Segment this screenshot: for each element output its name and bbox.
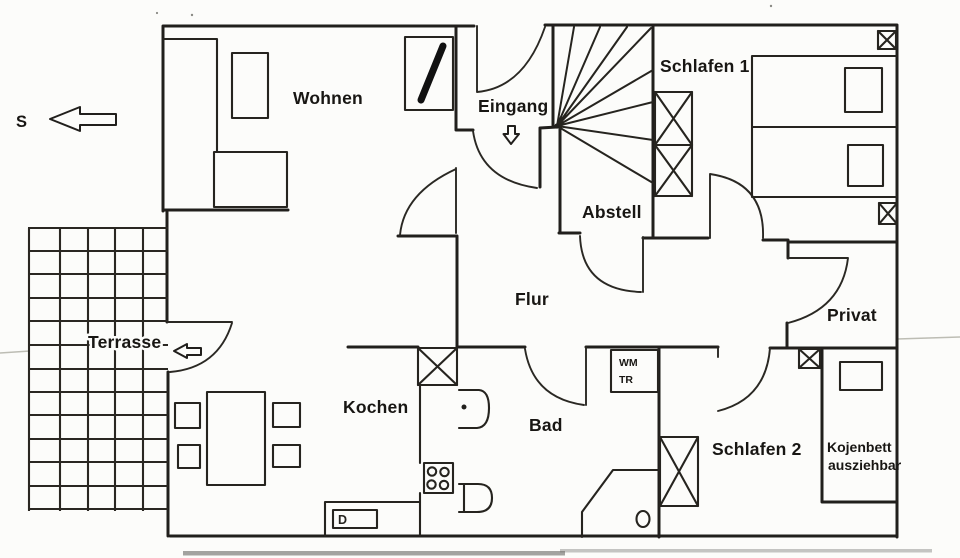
schlafen2-door [717,346,771,412]
scan-speck [769,4,773,8]
entrance-arrow-icon [502,125,520,145]
washing-machine-label: WM [619,357,638,369]
wall-niche [161,37,219,154]
shower [580,468,660,539]
room-label-bad: Bad [529,415,563,435]
privat-door [787,257,849,324]
scan-smear [560,549,932,553]
bad-door [524,346,587,406]
fold-line-right [896,336,960,340]
room-label-kochen: Kochen [343,397,408,417]
schlafen1-door [709,173,764,239]
stair-winder-pivot [554,123,560,129]
interior-walls [346,24,899,539]
room-label-wohnen: Wohnen [293,88,363,108]
tv-board [403,35,455,112]
compass: S [16,106,117,132]
toilet [635,509,651,529]
room-label-schlafen1: Schlafen 1 [660,56,750,76]
wardrobe [658,435,700,508]
base-counter [323,500,422,538]
scan-artifacts [0,4,960,556]
terrace-door [167,321,233,373]
faucet-dot [461,404,467,410]
outer-walls [161,23,899,539]
note-ausziehbar: ausziehbar [828,457,902,473]
scan-smear [183,551,565,556]
bathroom-fixtures: WM TR [457,348,660,539]
window-symbol [876,29,898,51]
dining-set [173,390,302,487]
terrace-arrow-icon [173,343,202,359]
bathtub [457,482,494,514]
room-label-terrasse: Terrasse [88,332,161,352]
chair [271,443,302,469]
stove [422,461,455,495]
south-arrow-icon [49,106,117,132]
room-labels: Wohnen Eingang Schlafen 1 Abstell Flur P… [86,56,902,473]
dishwasher-glyph: D [338,513,347,527]
scan-speck [190,13,194,17]
washbasin [457,388,491,430]
vestibule-door [472,130,538,189]
wohnen-furniture [161,35,455,209]
desk [838,360,884,392]
note-kojenbett: Kojenbett [827,439,892,455]
tv-icon [417,42,447,104]
fold-line-left [0,350,31,354]
chair [271,401,302,429]
wardrobe [653,90,694,198]
pillow [843,66,884,114]
chair [173,401,202,430]
scan-speck [155,11,159,15]
terrace-deck-grid [27,226,168,511]
room-label-privat: Privat [827,305,877,325]
dining-table [205,390,267,487]
sideboard [212,150,289,209]
wohnen-door [399,167,457,236]
room-label-abstell: Abstell [582,202,642,222]
kitchen-fixtures: D [323,346,459,538]
washer-dryer-box: WM TR [609,348,660,394]
schlafen1-furniture [653,29,899,226]
room-label-flur: Flur [515,289,549,309]
schlafen2-furniture [658,347,884,508]
room-label-schlafen2: Schlafen 2 [712,439,802,459]
pillow [846,143,885,188]
window-symbol [797,347,822,370]
fridge-box [416,346,459,387]
compass-south-label: S [16,113,27,131]
dishwasher: D [331,508,379,530]
abstell-door [579,235,644,293]
dryer-label: TR [619,374,633,386]
room-label-eingang: Eingang [478,96,548,116]
entry-door [476,25,546,93]
cabinet [230,51,270,120]
double-bed [750,54,899,199]
chair [176,443,202,470]
staircase [554,26,654,184]
window-symbol [877,201,899,226]
